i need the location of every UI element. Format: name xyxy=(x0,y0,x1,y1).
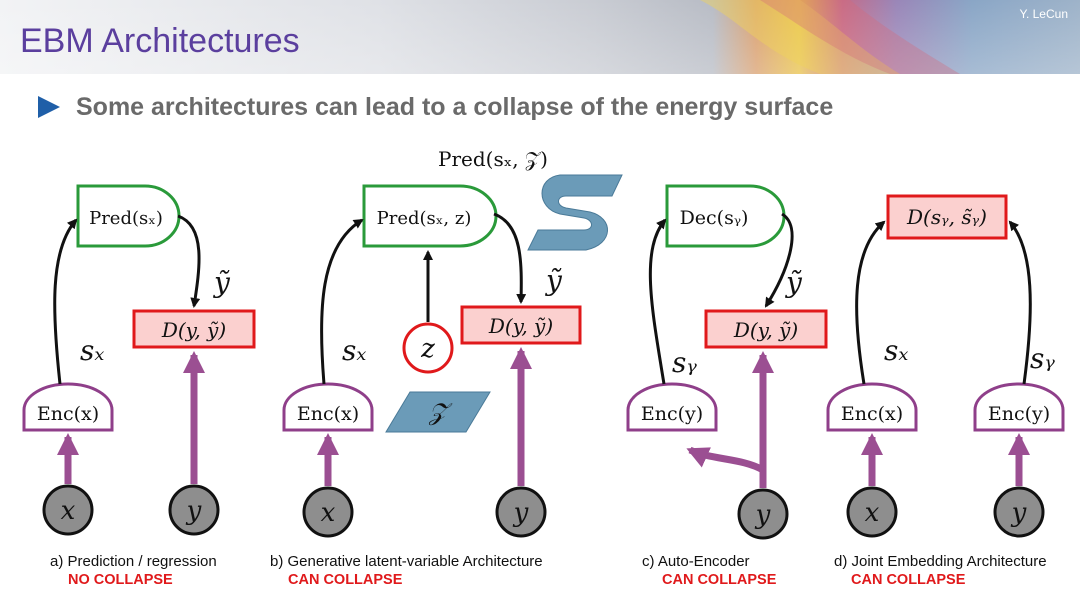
prediction-label: ỹ xyxy=(784,266,803,299)
arrow-y-to-encoder xyxy=(686,446,765,474)
energy-box xyxy=(460,305,582,345)
panel-caption: c) Auto-Encoder xyxy=(642,553,750,570)
panel-a: Pred(sₓ) D(y, ỹ) Enc(x) x y sₓ ỹ a) Pred… xyxy=(22,184,256,588)
variable-x-label: x xyxy=(321,498,336,528)
arrow-decoder-to-energy xyxy=(764,212,794,308)
representation-label: sₓ xyxy=(342,334,366,367)
energy-box xyxy=(886,194,1008,240)
latent-set-shape xyxy=(385,391,491,433)
arrow-encoder-y-to-energy xyxy=(1008,220,1032,385)
prediction-label: ỹ xyxy=(544,264,563,297)
variable-y xyxy=(495,486,547,538)
encoder-block xyxy=(626,382,718,432)
predictor-label: Pred(sₓ, z) xyxy=(377,208,472,229)
representation-x-label: sₓ xyxy=(884,334,908,367)
arrow-encoder-x-to-energy xyxy=(855,220,886,385)
variable-x-label: x xyxy=(865,498,880,528)
arrow-encoder-to-decoder xyxy=(648,218,667,385)
prediction-label: ỹ xyxy=(212,266,231,299)
encoder-y-label: Enc(y) xyxy=(988,403,1050,425)
representation-label: sᵧ xyxy=(672,346,697,379)
encoder-label: Enc(x) xyxy=(297,403,359,425)
variable-y-label: y xyxy=(186,496,202,526)
encoder-block xyxy=(282,382,374,432)
energy-surface-s-icon xyxy=(527,174,623,251)
encoder-x-label: Enc(x) xyxy=(841,403,903,425)
representation-y-label: sᵧ xyxy=(1030,342,1055,375)
variable-y-label: y xyxy=(755,500,771,530)
panel-caption: a) Prediction / regression xyxy=(50,553,217,570)
predictor-block xyxy=(362,184,498,248)
decoder-block xyxy=(665,184,786,248)
latent-variable-label: z xyxy=(420,334,435,364)
variable-x xyxy=(42,484,94,536)
arrow-encoder-to-predictor xyxy=(53,218,78,385)
variable-y xyxy=(168,484,220,536)
collapse-status: CAN COLLAPSE xyxy=(288,572,403,588)
bullet-triangle-icon xyxy=(38,96,60,118)
collapse-status: CAN COLLAPSE xyxy=(662,572,777,588)
representation-label: sₓ xyxy=(80,334,104,367)
arrow-predictor-to-energy xyxy=(493,212,527,304)
predictor-set-label: Pred(sₓ, 𝒵) xyxy=(438,147,548,171)
variable-y-label: y xyxy=(1011,498,1027,528)
variable-y xyxy=(993,486,1045,538)
collapse-status: CAN COLLAPSE xyxy=(851,572,966,588)
predictor-label: Pred(sₓ) xyxy=(89,208,163,229)
encoder-x-block xyxy=(826,382,918,432)
panel-d: D(sᵧ, s̃ᵧ) Enc(x) Enc(y) x y sₓ sᵧ d) Jo… xyxy=(826,194,1065,588)
variable-y xyxy=(737,488,789,540)
energy-box xyxy=(132,309,256,349)
latent-variable xyxy=(402,322,454,374)
bullet-text: Some architectures can lead to a collaps… xyxy=(76,93,833,121)
arrow-predictor-to-energy xyxy=(177,214,201,308)
arrow-encoder-to-predictor xyxy=(320,218,364,385)
variable-x xyxy=(846,486,898,538)
variable-y-label: y xyxy=(513,498,529,528)
panel-caption: b) Generative latent-variable Architectu… xyxy=(270,553,543,570)
encoder-label: Enc(y) xyxy=(641,403,703,425)
energy-label: D(y, ỹ) xyxy=(733,318,798,342)
encoder-label: Enc(x) xyxy=(37,403,99,425)
panel-caption: d) Joint Embedding Architecture xyxy=(834,553,1047,570)
energy-label: D(y, ỹ) xyxy=(488,314,553,338)
predictor-block xyxy=(76,184,181,248)
header-band xyxy=(0,0,1080,74)
encoder-y-block xyxy=(973,382,1065,432)
panel-c: Dec(sᵧ) D(y, ỹ) Enc(y) y sᵧ ỹ c) Auto-En… xyxy=(626,184,828,588)
variable-x-label: x xyxy=(61,496,76,526)
collapse-status: NO COLLAPSE xyxy=(68,572,173,588)
author-credit: Y. LeCun xyxy=(1020,7,1069,21)
energy-label: D(sᵧ, s̃ᵧ) xyxy=(906,205,987,229)
panel-b: Pred(sₓ, 𝒵) Pred(sₓ, z) D(y, ỹ) z 𝒵 Enc(… xyxy=(270,147,623,588)
energy-label: D(y, ỹ) xyxy=(161,318,226,342)
energy-box xyxy=(704,309,828,349)
decoder-label: Dec(sᵧ) xyxy=(680,207,749,229)
page-title: EBM Architectures xyxy=(20,22,300,60)
variable-x xyxy=(302,486,354,538)
encoder-block xyxy=(22,382,114,432)
